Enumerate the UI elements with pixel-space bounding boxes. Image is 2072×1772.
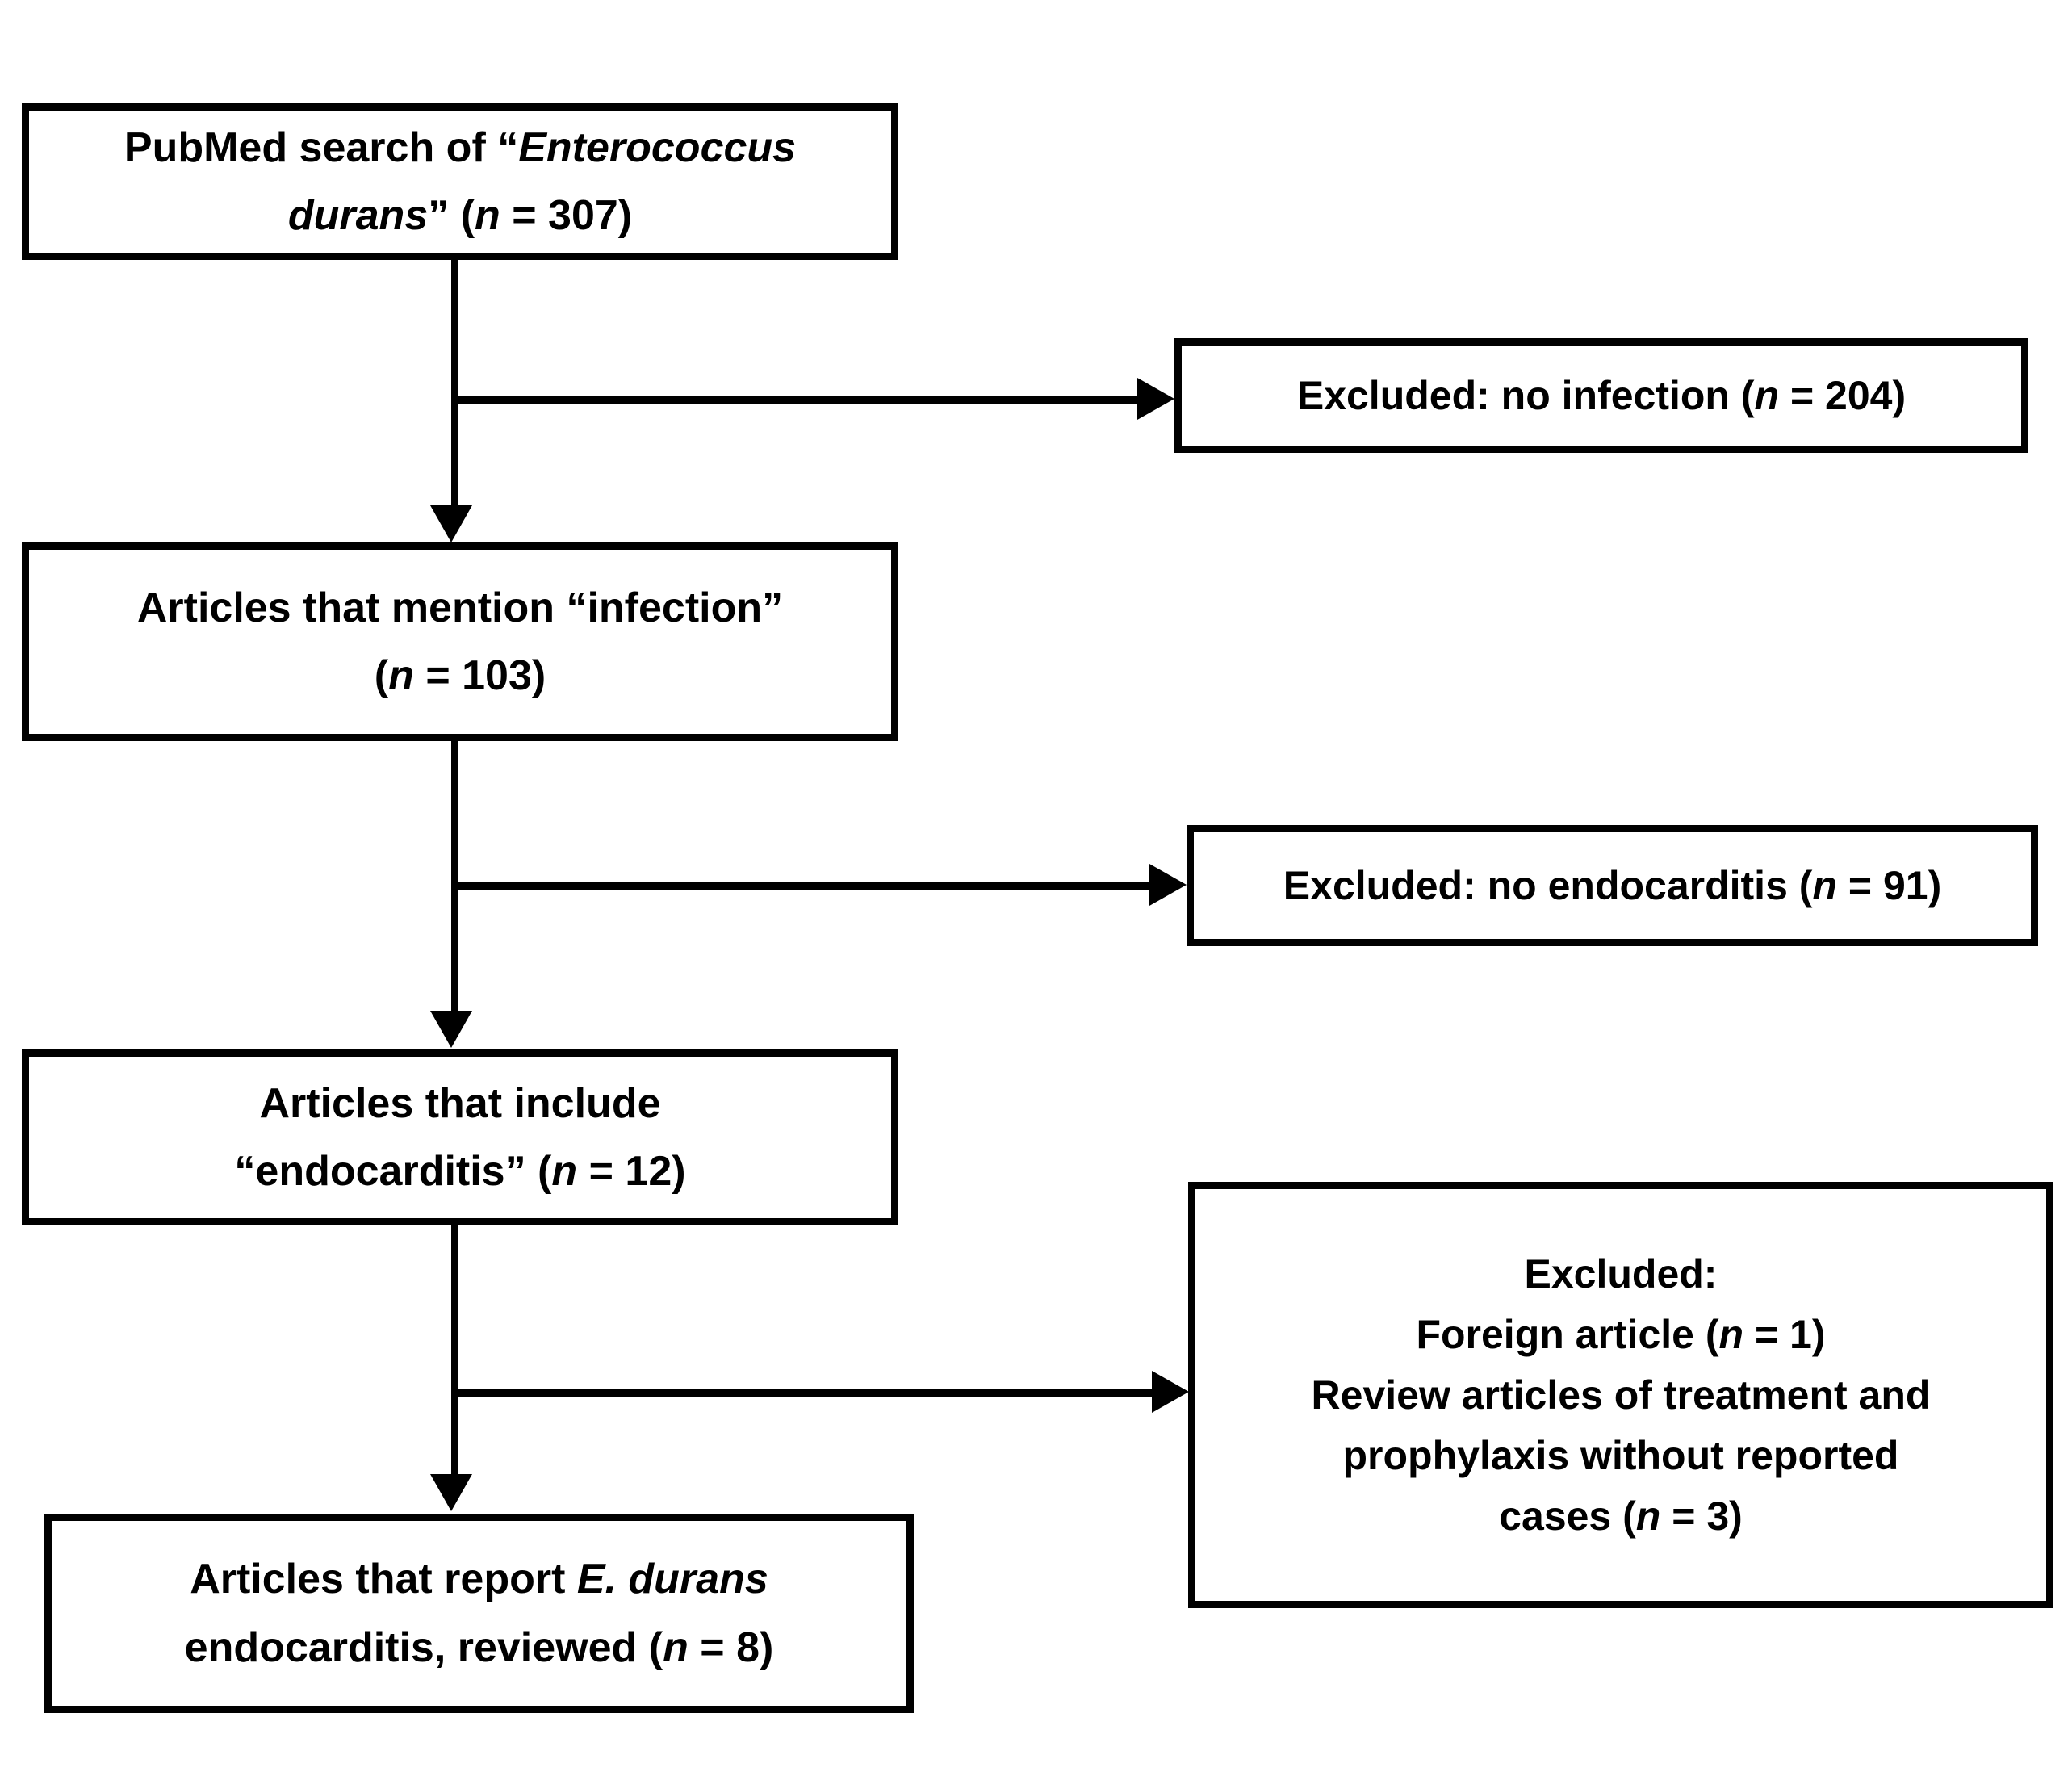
node-articles-mention-infection: Articles that mention “infection” (n = 1… (22, 542, 898, 741)
node-articles-reviewed-species: E. durans (576, 1556, 768, 1603)
connector-infection-to-excluded-no-endocarditis (454, 882, 1157, 890)
node-articles-reviewed-n-symbol: n (663, 1623, 689, 1671)
node-pubmed-search-n-symbol: n (475, 192, 500, 239)
node-excluded-no-endocarditis-text: Excluded: no endocarditis (n = 91) (1283, 853, 1941, 919)
connector-infection-to-endocarditis (451, 741, 458, 1012)
node-articles-include-endocarditis: Articles that include “endocarditis” (n … (22, 1049, 898, 1225)
node-pubmed-search-paren-open: ” ( (428, 192, 475, 239)
excluded-no-endocarditis-count: = 91) (1836, 862, 1942, 908)
node-articles-include-endocarditis-term: “endocarditis” ( (234, 1148, 552, 1195)
excluded-no-endocarditis-n-symbol: n (1812, 862, 1837, 908)
connector-endocarditis-to-excluded-other (454, 1389, 1159, 1397)
node-pubmed-search-line1-prefix: PubMed search of “ (123, 124, 519, 171)
node-excluded-other-line2: Foreign article (n = 1) (1416, 1305, 1825, 1365)
connector-search-to-infection (451, 260, 458, 507)
connector-search-to-excluded-no-infection (454, 396, 1145, 404)
node-pubmed-search-genus: Enterococcus (518, 124, 797, 171)
node-articles-reviewed-line2: endocarditis, reviewed (n = 8) (185, 1614, 774, 1682)
node-excluded-other: Excluded: Foreign article (n = 1) Review… (1188, 1182, 2053, 1608)
node-articles-reviewed: Articles that report E. durans endocardi… (44, 1514, 914, 1713)
node-articles-mention-infection-line2: (n = 103) (375, 642, 546, 710)
arrowhead-down-to-final (430, 1474, 472, 1511)
node-pubmed-search: PubMed search of “Enterococcus durans” (… (22, 103, 898, 260)
node-articles-mention-infection-count: = 103) (413, 652, 546, 699)
excluded-review-articles-label: cases ( (1499, 1493, 1636, 1539)
excluded-foreign-article-n-symbol: n (1718, 1311, 1744, 1357)
excluded-review-articles-count: = 3) (1660, 1493, 1743, 1539)
connector-endocarditis-to-final (451, 1225, 458, 1476)
node-articles-mention-infection-paren-open: ( (374, 652, 389, 699)
node-articles-mention-infection-line1: Articles that mention “infection” (136, 584, 784, 631)
excluded-foreign-article-count: = 1) (1743, 1311, 1826, 1357)
excluded-no-endocarditis-label: Excluded: no endocarditis ( (1283, 862, 1813, 908)
node-articles-include-endocarditis-line2: “endocarditis” (n = 12) (234, 1137, 685, 1205)
node-excluded-other-line3: Review articles of treatment and (1311, 1372, 1931, 1418)
node-pubmed-search-line1: PubMed search of “Enterococcus (124, 114, 796, 182)
node-pubmed-search-species: durans (287, 192, 429, 239)
arrowhead-right-to-excluded-no-endocarditis (1149, 864, 1187, 906)
node-pubmed-search-line2: durans” (n = 307) (288, 182, 632, 249)
arrowhead-right-to-excluded-other (1152, 1371, 1189, 1413)
arrowhead-down-to-infection (430, 505, 472, 542)
node-articles-include-endocarditis-line1: Articles that include (259, 1079, 661, 1127)
node-articles-reviewed-count: = 8) (688, 1623, 774, 1671)
excluded-review-articles-n-symbol: n (1635, 1493, 1661, 1539)
excluded-no-infection-count: = 204) (1779, 372, 1907, 418)
node-pubmed-search-count: = 307) (500, 192, 633, 239)
node-excluded-other-line5: cases (n = 3) (1499, 1486, 1743, 1547)
node-articles-reviewed-line1: Articles that report E. durans (190, 1545, 768, 1613)
node-excluded-no-endocarditis: Excluded: no endocarditis (n = 91) (1187, 825, 2038, 946)
excluded-foreign-article-label: Foreign article ( (1416, 1311, 1719, 1357)
node-articles-include-endocarditis-count: = 12) (577, 1148, 686, 1195)
excluded-no-infection-label: Excluded: no infection ( (1296, 372, 1755, 418)
excluded-no-infection-n-symbol: n (1754, 372, 1780, 418)
node-articles-mention-infection-n-symbol: n (388, 652, 414, 699)
node-articles-include-endocarditis-n-symbol: n (551, 1148, 578, 1195)
node-excluded-other-line1: Excluded: (1524, 1250, 1718, 1297)
node-articles-reviewed-prefix: Articles that report (190, 1556, 577, 1603)
node-articles-reviewed-suffix: endocarditis, reviewed ( (184, 1623, 663, 1671)
arrowhead-down-to-endocarditis (430, 1011, 472, 1048)
node-excluded-no-infection-text: Excluded: no infection (n = 204) (1297, 363, 1906, 429)
arrowhead-right-to-excluded-no-infection (1137, 378, 1174, 420)
node-excluded-no-infection: Excluded: no infection (n = 204) (1174, 338, 2028, 453)
node-excluded-other-line4: prophylaxis without reported (1342, 1432, 1899, 1478)
